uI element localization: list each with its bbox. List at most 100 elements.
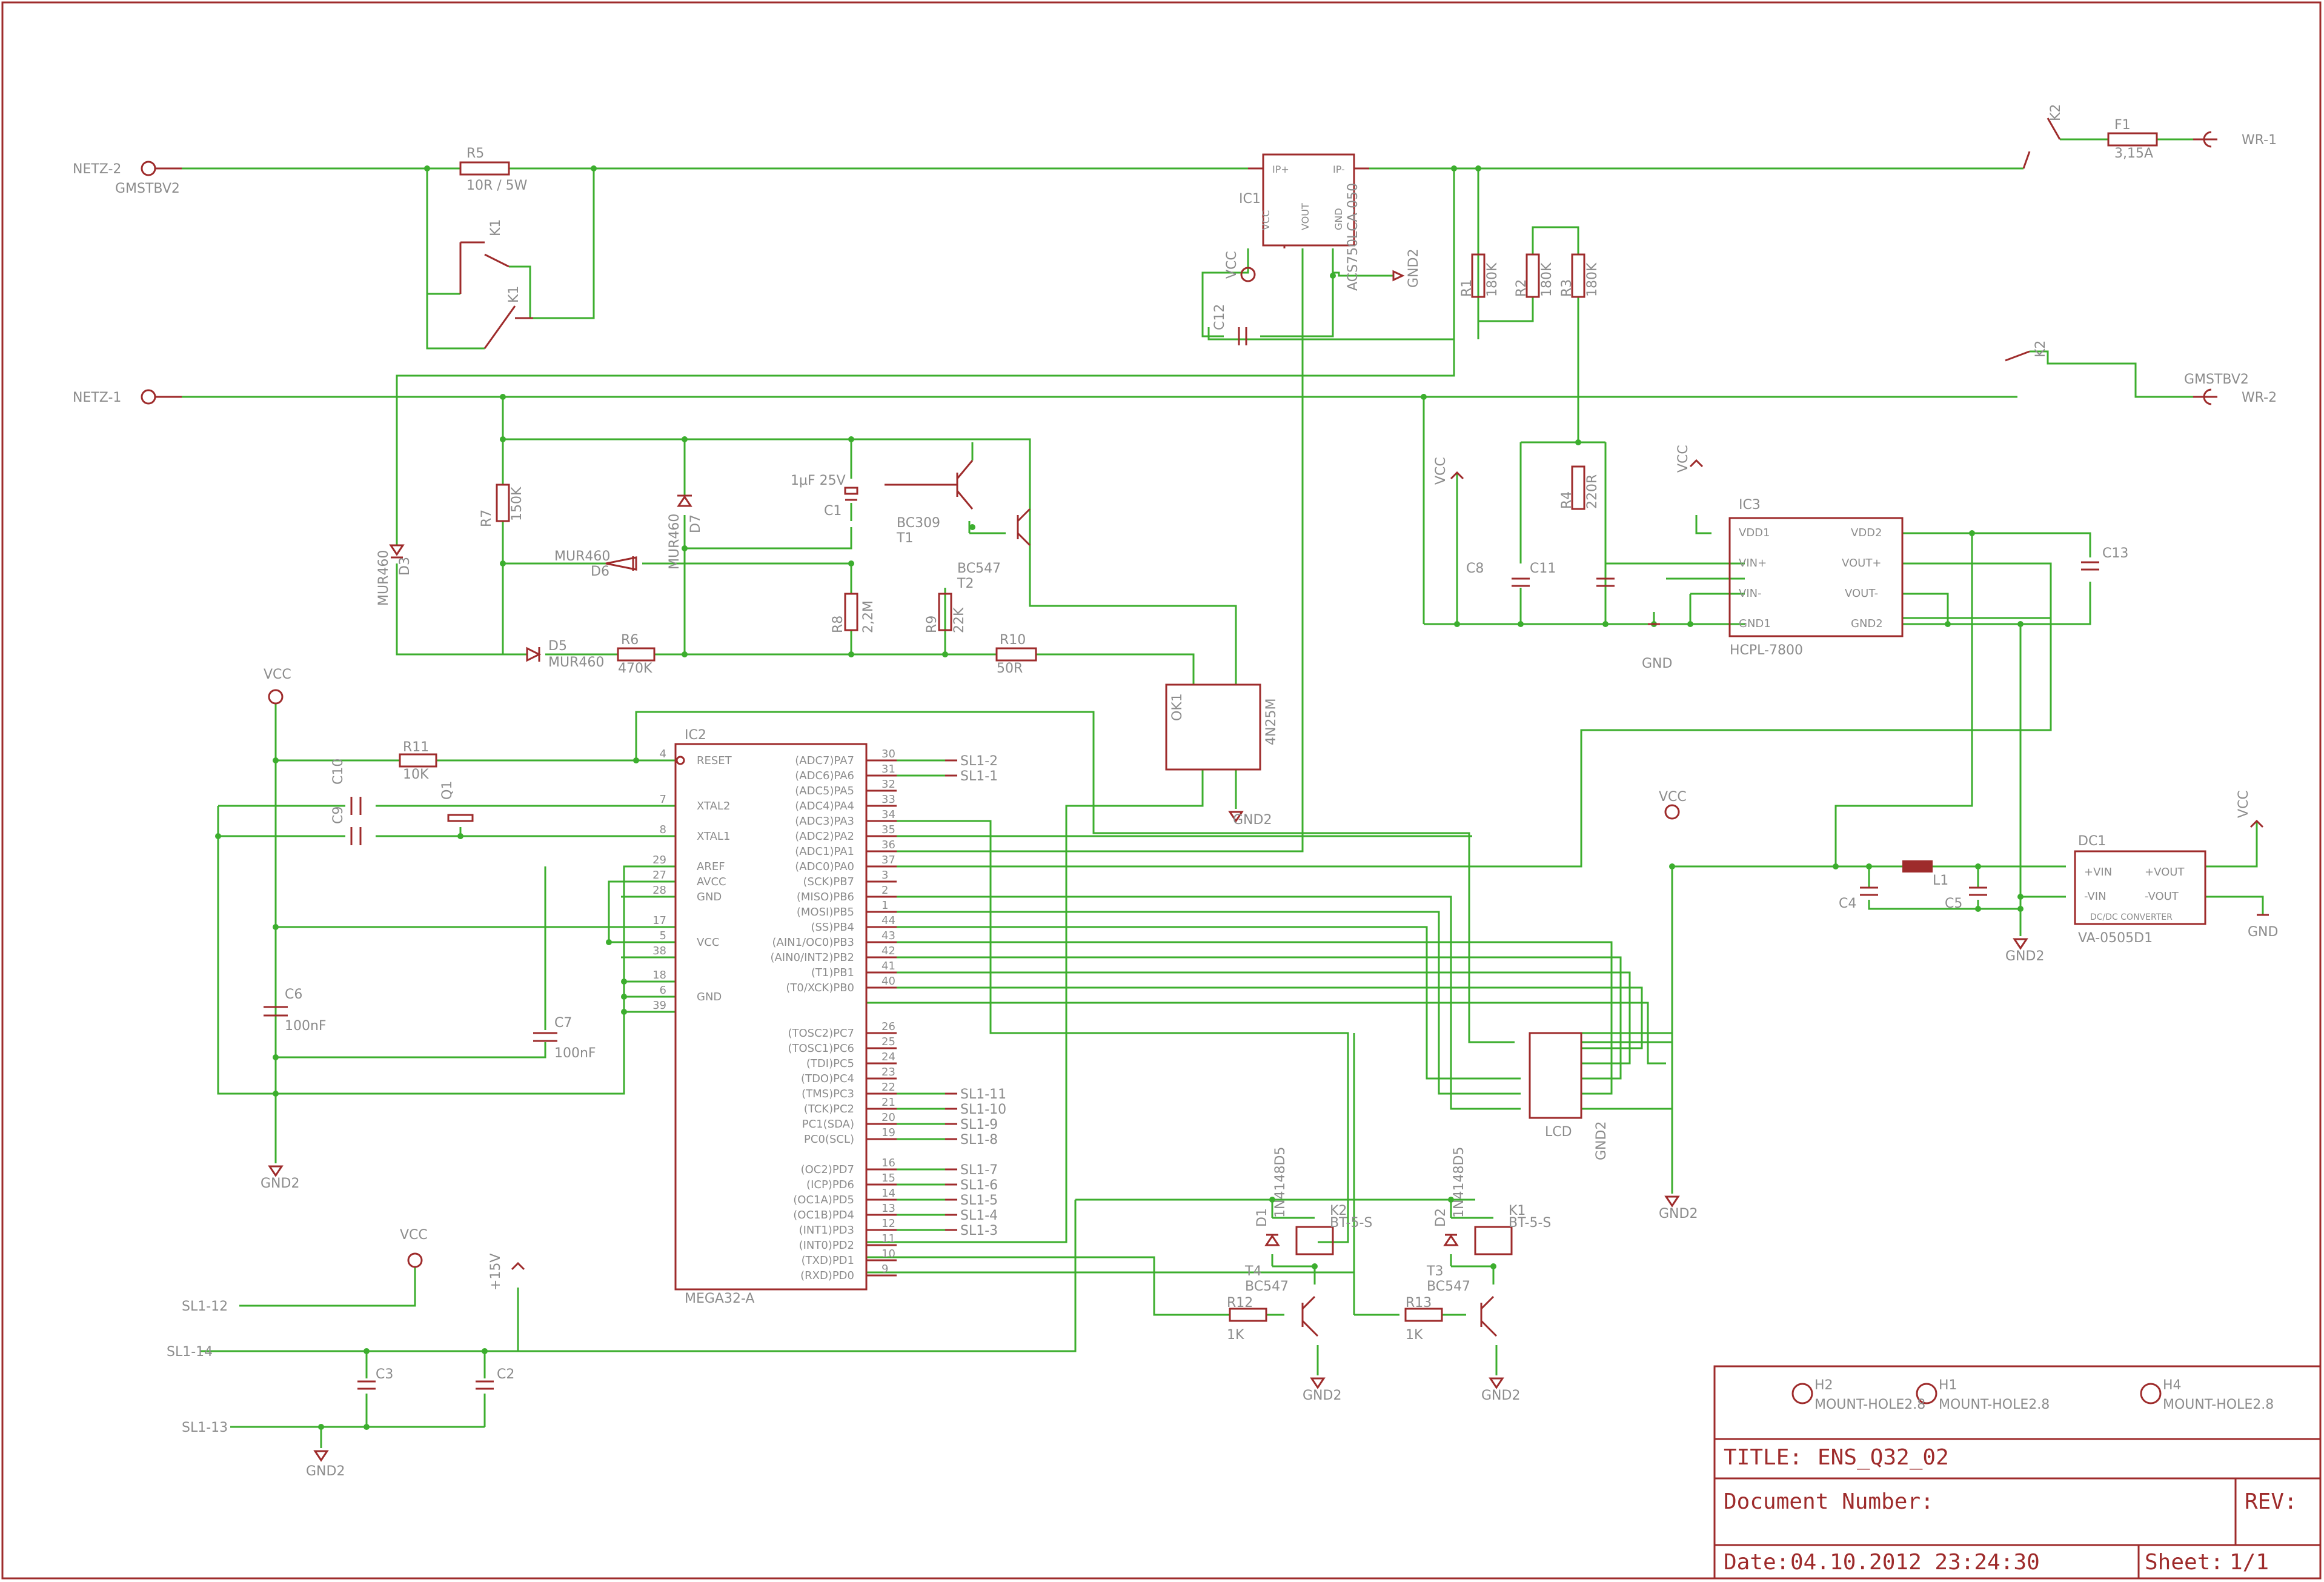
svg-text:D5: D5: [548, 639, 567, 654]
r5-resistor: [459, 161, 510, 176]
svg-text:180K: 180K: [1539, 262, 1555, 297]
svg-text:MUR460: MUR460: [554, 549, 610, 564]
svg-text:-VOUT: -VOUT: [2145, 890, 2179, 903]
date-value: 04.10.2012 23:24:30: [1790, 1550, 2040, 1575]
svg-text:BC547: BC547: [957, 561, 1001, 576]
vcc-supply-lcd: [1664, 804, 1680, 820]
svg-text:T1: T1: [896, 531, 913, 546]
mcu-pin-number: 33: [881, 793, 895, 806]
svg-text:GND2: GND2: [306, 1464, 345, 1479]
svg-text:4N25M: 4N25M: [1264, 699, 1279, 745]
svg-text:50R: 50R: [997, 661, 1023, 676]
svg-text:C13: C13: [2102, 546, 2128, 561]
svg-text:470K: 470K: [618, 661, 652, 676]
mcu-pin-number: 29: [652, 854, 666, 866]
sl1-13-label: SL1-13: [182, 1420, 228, 1435]
svg-text:BC547: BC547: [1245, 1279, 1289, 1294]
svg-text:GND: GND: [1333, 208, 1344, 230]
document-number-label: Document Number:: [1724, 1489, 1934, 1514]
sl1-12-label: SL1-12: [182, 1299, 228, 1314]
svg-text:+VOUT: +VOUT: [2145, 866, 2185, 879]
svg-text:VCC: VCC: [1659, 789, 1687, 805]
svg-text:GND2: GND2: [1303, 1388, 1341, 1403]
svg-text:GND2: GND2: [1481, 1388, 1520, 1403]
mcu-pin-name: RESET: [697, 754, 732, 767]
svg-text:220R: 220R: [1585, 474, 1600, 509]
mcu-pin-number: 39: [652, 999, 666, 1012]
mcu-pin-name: (ADC1)PA1: [795, 845, 854, 858]
svg-text:-VIN: -VIN: [2084, 890, 2107, 903]
mcu-pin-number: 12: [881, 1217, 895, 1230]
mcu-pin-number: 4: [660, 748, 666, 760]
mcu-pin-number: 36: [881, 839, 895, 851]
mcu-pin-number: 13: [881, 1202, 895, 1215]
svg-text:C9: C9: [331, 806, 346, 824]
mcu-pin-number: 23: [881, 1066, 895, 1078]
svg-text:R3: R3: [1559, 279, 1575, 297]
mcu-pin-number: 15: [881, 1172, 895, 1185]
svg-text:D7: D7: [688, 514, 703, 533]
svg-text:LCD: LCD: [1545, 1125, 1572, 1140]
mcu-pin-number: 44: [881, 914, 895, 927]
svg-text:C7: C7: [554, 1015, 572, 1031]
vcc-supply-left: [268, 689, 284, 705]
h1-label: H1: [1939, 1378, 1957, 1393]
netz2-label: NETZ-2: [73, 162, 121, 177]
mcu-pin-name: PC0(SCL): [804, 1133, 854, 1146]
netz1-connector[interactable]: [141, 389, 156, 405]
net-label: SL1-9: [960, 1117, 998, 1132]
svg-text:GND2: GND2: [261, 1176, 299, 1191]
svg-text:IC2: IC2: [685, 728, 706, 743]
mount-hole-h1: [1916, 1383, 1937, 1404]
svg-text:1N4148D5: 1N4148D5: [1273, 1147, 1288, 1218]
svg-text:ACS750LCA-050: ACS750LCA-050: [1346, 183, 1361, 291]
svg-text:C1: C1: [824, 504, 842, 519]
svg-text:VDD1: VDD1: [1739, 527, 1770, 539]
mcu-pin-number: 1: [881, 899, 888, 912]
mcu-pin-number: 38: [652, 945, 666, 957]
svg-text:C3: C3: [376, 1367, 393, 1382]
svg-text:IP+: IP+: [1272, 164, 1289, 175]
mcu-pin-number: 11: [881, 1232, 895, 1245]
mcu-pin-name: (TXD)PD1: [802, 1254, 854, 1267]
mcu-pin-name: (ADC3)PA3: [795, 815, 854, 828]
svg-text:R11: R11: [403, 740, 429, 755]
wr1-label: WR-1: [2242, 133, 2277, 148]
mcu-pin-number: 28: [652, 884, 666, 897]
svg-text:D3: D3: [397, 557, 413, 576]
mcu-pin-number: 10: [881, 1248, 895, 1260]
q1-crystal: [447, 814, 474, 822]
revision-label: REV:: [2245, 1489, 2297, 1514]
net-label: SL1-7: [960, 1163, 998, 1178]
sheet-label: Sheet:: [2145, 1550, 2223, 1575]
ic2-microcontroller: [674, 743, 868, 1291]
netz2-connector[interactable]: [141, 161, 156, 176]
svg-text:180K: 180K: [1585, 262, 1600, 297]
svg-text:GND2: GND2: [1406, 249, 1421, 288]
svg-text:GND: GND: [1642, 656, 1672, 671]
mcu-pin-number: 3: [881, 869, 888, 882]
mcu-pin-number: 25: [881, 1035, 895, 1048]
vcc-supply-bottom: [407, 1252, 423, 1268]
mcu-pin-name: XTAL2: [697, 800, 730, 813]
vcc-supply-ic1: [1240, 267, 1256, 282]
svg-text:22K: 22K: [952, 607, 967, 633]
h4-label: H4: [2163, 1378, 2182, 1393]
svg-text:C4: C4: [1839, 896, 1856, 911]
gmstbv-left-label: GMSTBV2: [115, 181, 180, 196]
svg-text:R1: R1: [1459, 279, 1475, 297]
svg-text:BT-5-S: BT-5-S: [1330, 1215, 1372, 1231]
svg-text:DC1: DC1: [2078, 834, 2106, 849]
net-label: SL1-8: [960, 1132, 998, 1148]
svg-text:VCC: VCC: [400, 1228, 428, 1243]
svg-text:+VIN: +VIN: [2084, 866, 2112, 879]
netz1-label: NETZ-1: [73, 390, 121, 405]
mount-hole-h4: [2140, 1383, 2162, 1404]
mcu-pin-name: (MISO)PB6: [797, 891, 854, 903]
mcu-pin-name: (ADC6)PA6: [795, 769, 854, 782]
mcu-pin-number: 9: [881, 1263, 888, 1275]
svg-text:C10: C10: [331, 759, 346, 785]
mcu-pin-name: XTAL1: [697, 830, 730, 843]
mcu-pin-name: (ADC5)PA5: [795, 785, 854, 797]
